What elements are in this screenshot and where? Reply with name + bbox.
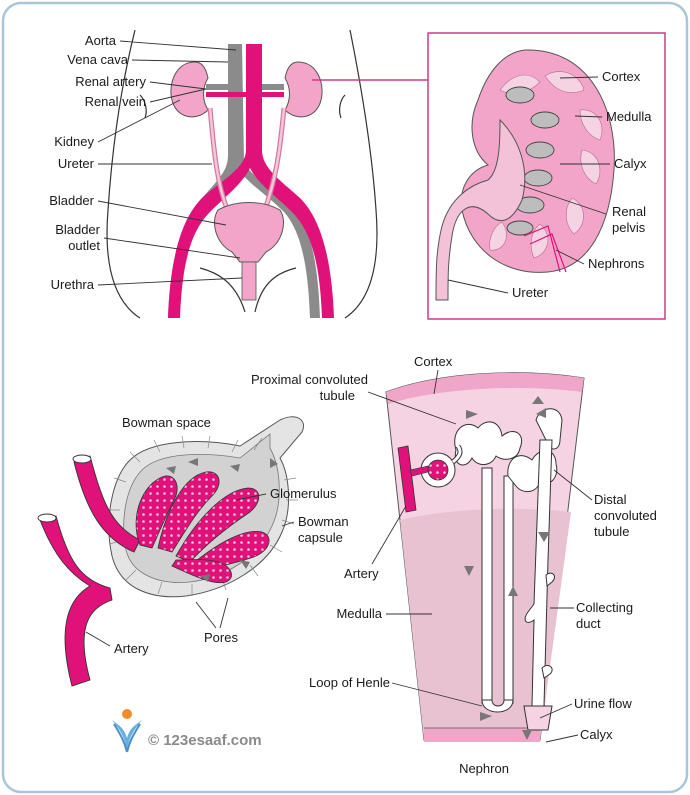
nephron-caption: Nephron (459, 761, 509, 776)
kidney-detail: Cortex Medulla Calyx Renal pelvis Nephro… (427, 32, 666, 320)
glomerulus-detail: Bowman space Glomerulus Bowman capsule P… (37, 415, 349, 687)
nephron-label-dct-1: Distal (594, 492, 627, 507)
glom-label-bowman-capsule-2: capsule (298, 530, 343, 545)
nephron-label-loop-of-henle: Loop of Henle (309, 675, 390, 690)
nephron-label-collecting-2: duct (576, 616, 601, 631)
nephron-label-pct-1: Proximal convoluted (251, 372, 368, 387)
nephron-label-dct-3: tubule (594, 524, 629, 539)
nephron-label-urine-flow: Urine flow (574, 696, 632, 711)
watermark: © 123esaaf.com (112, 709, 262, 753)
kidney-label-ureter: Ureter (512, 285, 549, 300)
urethra-tube (241, 261, 257, 301)
label-urethra: Urethra (51, 277, 95, 292)
nephron-artery (397, 445, 417, 513)
kidney-label-cortex: Cortex (602, 69, 641, 84)
glom-artery-main (39, 515, 113, 687)
label-renal-vein: Renal vein (85, 94, 146, 109)
bladder-organ (214, 202, 284, 263)
nephron-detail: Cortex Proximal convoluted tubule Artery… (251, 354, 657, 776)
kidney-label-renal-pelvis-2: pelvis (612, 220, 646, 235)
glom-label-glomerulus: Glomerulus (270, 486, 337, 501)
label-aorta: Aorta (85, 33, 117, 48)
glom-label-bowman-space: Bowman space (122, 415, 211, 430)
kidney-label-calyx: Calyx (614, 156, 647, 171)
aorta-vessel (168, 44, 334, 318)
glom-label-pores: Pores (204, 630, 238, 645)
glom-label-bowman-capsule-1: Bowman (298, 514, 349, 529)
nephron-label-collecting-1: Collecting (576, 600, 633, 615)
body-figure: Aorta Vena cava Renal artery Renal vein … (49, 29, 378, 319)
label-renal-artery: Renal artery (75, 74, 146, 89)
kidney-label-renal-pelvis-1: Renal (612, 204, 646, 219)
glom-label-artery: Artery (114, 641, 149, 656)
label-bladder-outlet-1: Bladder (55, 222, 100, 237)
watermark-text: © 123esaaf.com (148, 732, 262, 749)
nephron-label-cortex: Cortex (414, 354, 453, 369)
nephron-label-dct-2: convoluted (594, 508, 657, 523)
label-ureter: Ureter (58, 156, 95, 171)
label-vena-cava: Vena cava (67, 52, 128, 67)
label-bladder-outlet-2: outlet (68, 238, 100, 253)
nephron-label-medulla: Medulla (336, 606, 382, 621)
label-bladder: Bladder (49, 193, 94, 208)
watermark-logo-icon (112, 709, 142, 753)
nephron-label-calyx: Calyx (580, 727, 613, 742)
kidney-label-medulla: Medulla (606, 109, 652, 124)
label-kidney: Kidney (54, 134, 94, 149)
nephron-label-artery: Artery (344, 566, 379, 581)
nephron-label-pct-2: tubule (320, 388, 355, 403)
kidney-label-nephrons: Nephrons (588, 256, 645, 271)
